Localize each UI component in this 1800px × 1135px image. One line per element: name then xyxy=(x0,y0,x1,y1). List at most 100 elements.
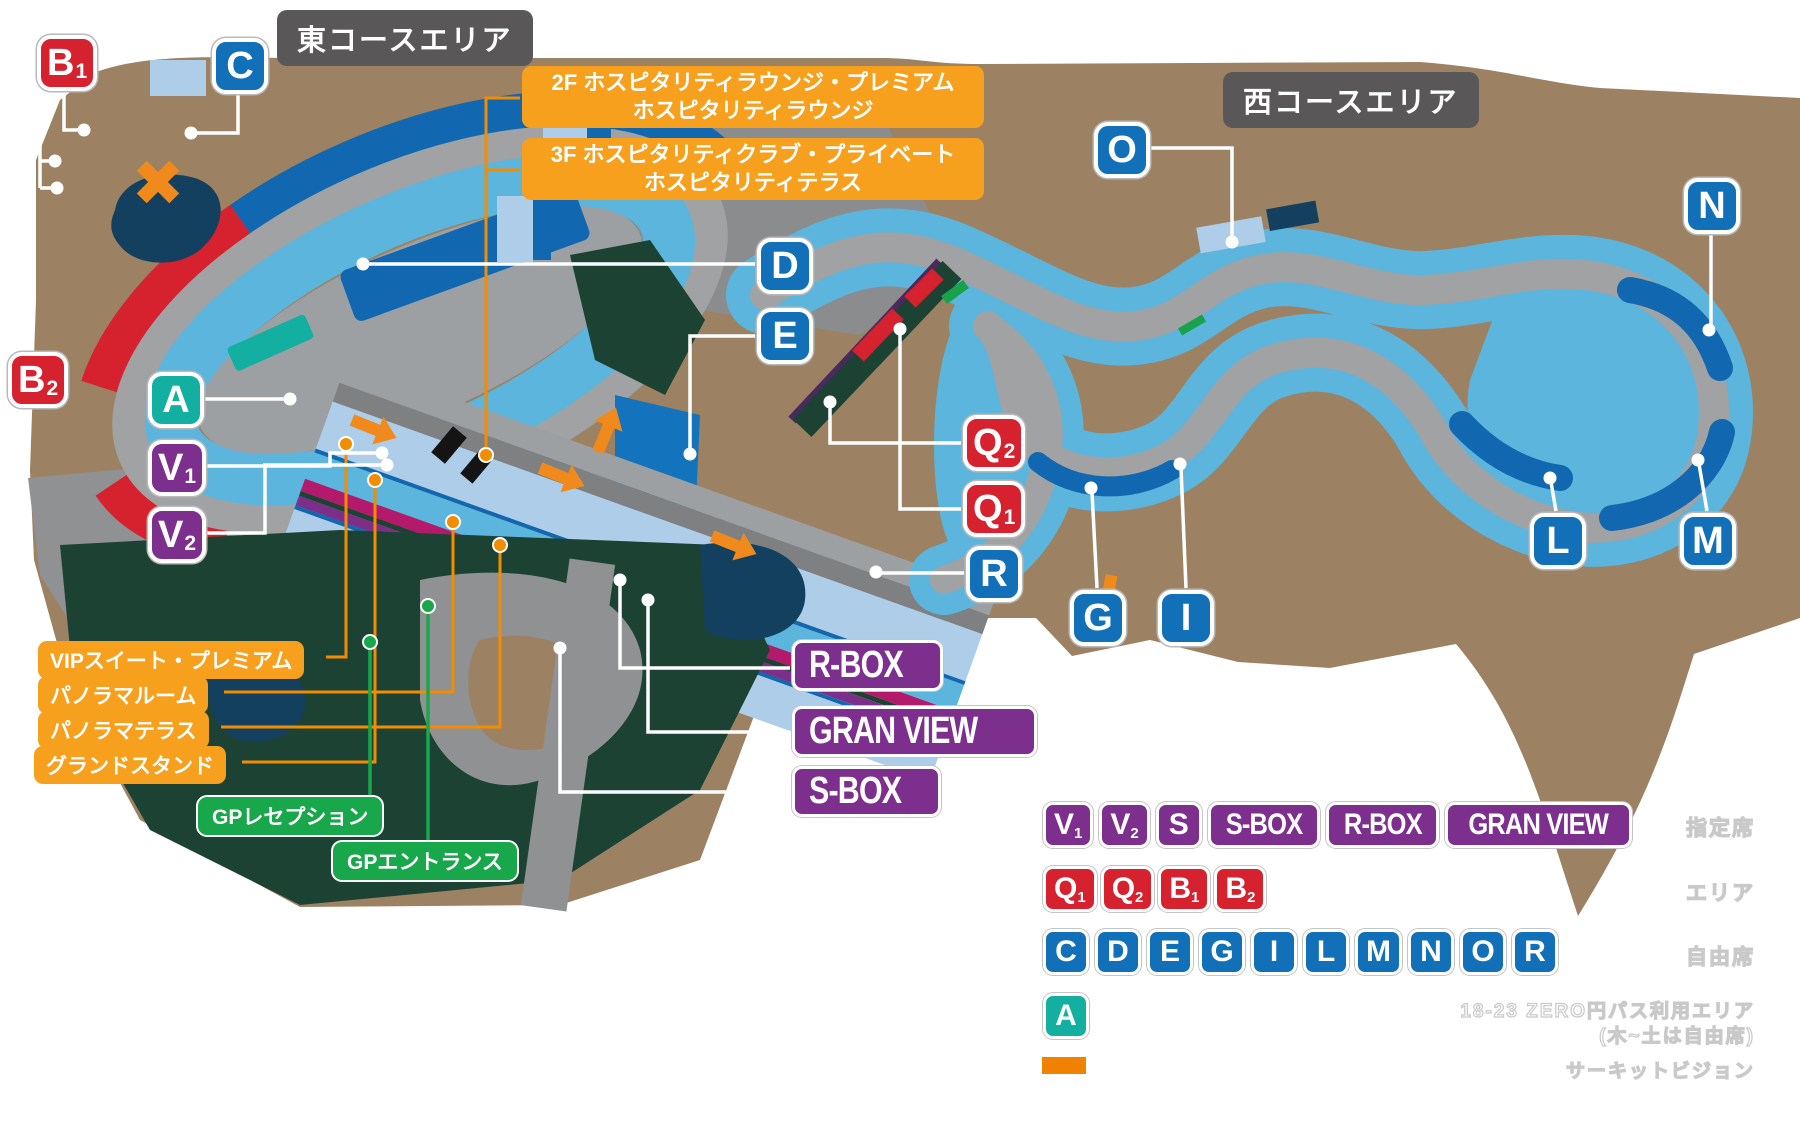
badge-letter: A xyxy=(1055,999,1077,1032)
badge-letter: Q xyxy=(973,488,1003,530)
badge-letter: Q xyxy=(973,422,1003,464)
badge-letter: C xyxy=(226,45,254,87)
map-badge-n[interactable]: N xyxy=(1684,178,1740,234)
granview-label[interactable]: GRAN VIEW xyxy=(792,706,1037,757)
badge-letter: R xyxy=(980,553,1008,595)
badge-letter: R xyxy=(1524,935,1546,968)
hospitality-2f-label[interactable]: 2F ホスピタリティラウンジ・プレミアム ホスピタリティラウンジ xyxy=(522,66,984,128)
legend-badge-s: S xyxy=(1155,802,1202,848)
hospitality-2f-line2: ホスピタリティラウンジ xyxy=(632,98,874,123)
badge-letter: L xyxy=(1316,935,1336,968)
badge-letter: V xyxy=(158,514,184,556)
pit-bridge xyxy=(431,426,467,464)
map-badge-r[interactable]: R xyxy=(966,546,1022,602)
badge-letter: L xyxy=(1546,520,1570,562)
legend-badge-granview: GRAN VIEW xyxy=(1445,802,1632,848)
orange-leader-lines xyxy=(221,96,520,764)
map-badge-d[interactable]: D xyxy=(757,238,813,294)
legend-row-free: C D E G I L M N O R xyxy=(1043,929,1558,975)
badge-sub: 1 xyxy=(75,60,88,83)
badge-sub: 1 xyxy=(1003,506,1016,529)
badge-letter: S-BOX xyxy=(1225,808,1302,841)
badge-letter: E xyxy=(1159,935,1180,968)
grandstand-label[interactable]: グランドスタンド xyxy=(34,746,226,784)
legend-badge-d: D xyxy=(1095,929,1141,975)
map-badge-i[interactable]: I xyxy=(1158,590,1214,646)
badge-sub: 1 xyxy=(184,465,197,488)
hospitality-2f-line1: 2F ホスピタリティラウンジ・プレミアム xyxy=(551,70,955,95)
area-q2 xyxy=(852,308,904,362)
badge-letter: I xyxy=(1269,935,1279,968)
badge-letter: V xyxy=(1054,808,1075,841)
vip-suite-label[interactable]: VIPスイート・プレミアム xyxy=(38,641,305,679)
sbox-text: S-BOX xyxy=(809,770,902,812)
map-badge-l[interactable]: L xyxy=(1530,513,1586,569)
badge-sub: 1 xyxy=(1191,889,1200,906)
map-badge-a[interactable]: A xyxy=(148,372,204,428)
legend-caption-zero-line1: 18-23 ZERO円パス利用エリア xyxy=(1460,1000,1755,1022)
legend-badge-g: G xyxy=(1199,929,1245,975)
panorama-terrace-label[interactable]: パノラマテラス xyxy=(38,711,209,749)
green-leader-dots xyxy=(362,598,436,650)
gp-entrance-label[interactable]: GPエントランス xyxy=(333,842,517,880)
badge-sub: 2 xyxy=(1130,825,1139,842)
hospitality-3f-label[interactable]: 3F ホスピタリティクラブ・プライベート ホスピタリティテラス xyxy=(522,138,984,200)
legend-badge-r: R xyxy=(1512,929,1558,975)
badge-sub: 1 xyxy=(1074,825,1083,842)
badge-letter: V xyxy=(1110,808,1131,841)
legend-badge-c: C xyxy=(1043,929,1089,975)
badge-letter: V xyxy=(158,447,184,489)
area-q1 xyxy=(904,268,944,308)
rbox-text: R-BOX xyxy=(809,644,904,686)
badge-letter: Q xyxy=(1054,872,1078,905)
orange-leader-dots xyxy=(338,436,508,553)
badge-letter: M xyxy=(1692,520,1724,562)
badge-letter: N xyxy=(1420,935,1442,968)
legend-caption-vision: サーキットビジョン xyxy=(1565,1060,1755,1082)
legend-badge-o: O xyxy=(1460,929,1506,975)
badge-sub: 2 xyxy=(1247,889,1256,906)
sbox-label[interactable]: S-BOX xyxy=(792,766,942,817)
panorama-room-label[interactable]: パノラマルーム xyxy=(38,676,209,714)
badge-letter: C xyxy=(1055,935,1077,968)
legend-caption-reserved: 指定席 xyxy=(1685,816,1755,840)
badge-letter: O xyxy=(1107,129,1137,171)
green-sliver xyxy=(941,279,969,305)
badge-letter: Q xyxy=(1111,872,1136,905)
legend-caption-area: エリア xyxy=(1685,881,1755,905)
badge-letter: D xyxy=(1107,935,1129,968)
leader-dots xyxy=(48,123,1716,655)
map-badge-c[interactable]: C xyxy=(212,38,268,94)
badge-letter: E xyxy=(772,315,798,357)
legend-badge-i: I xyxy=(1251,929,1297,975)
gp-reception-label[interactable]: GPレセプション xyxy=(198,797,383,835)
map-badge-g[interactable]: G xyxy=(1070,590,1126,646)
map-badge-o[interactable]: O xyxy=(1094,122,1150,178)
legend-badge-sbox: S-BOX xyxy=(1207,802,1320,848)
badge-letter: G xyxy=(1210,935,1234,968)
badge-sub: 2 xyxy=(46,377,59,400)
map-badge-m[interactable]: M xyxy=(1680,513,1736,569)
hospitality-3f-line2: ホスピタリティテラス xyxy=(643,170,863,195)
badge-sub: 1 xyxy=(1077,889,1086,906)
badge-letter: D xyxy=(771,245,799,287)
map-badge-e[interactable]: E xyxy=(757,308,813,364)
badge-letter: I xyxy=(1180,597,1192,639)
rbox-label[interactable]: R-BOX xyxy=(792,640,944,691)
green-sliver xyxy=(1177,314,1207,336)
badge-letter: N xyxy=(1698,185,1726,227)
badge-sub: 2 xyxy=(184,532,197,555)
badge-letter: B xyxy=(1225,872,1248,905)
